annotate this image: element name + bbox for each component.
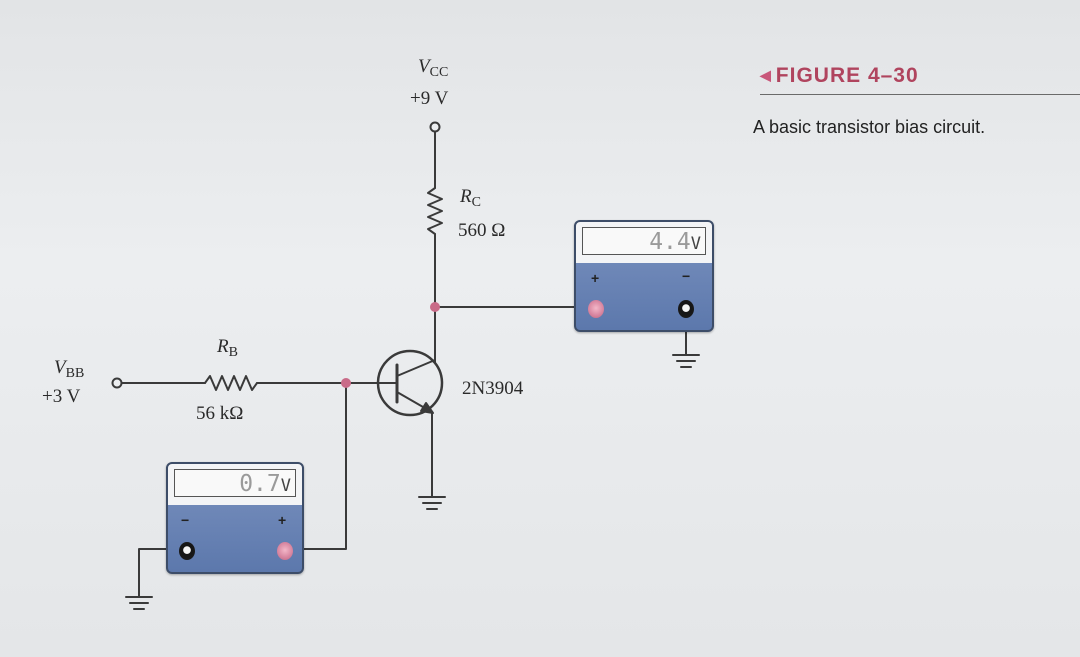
vbb-label: VBB — [54, 357, 84, 382]
vcc-value: +9 V — [410, 88, 449, 109]
vbb-subscript: BB — [65, 366, 85, 381]
transistor-emitter-arrow — [420, 402, 434, 414]
figure-number: FIGURE 4–30 — [775, 64, 919, 87]
base-meter-reading: 0.7 — [239, 471, 281, 497]
collector-meter-reading: 4.4 — [649, 229, 691, 255]
collector-meter-display: 4.4V — [582, 227, 706, 255]
collector-meter-minus-sign: − — [682, 268, 691, 284]
resistor-rc-symbol — [427, 187, 443, 235]
figure-heading: ◀FIGURE 4–30 — [760, 64, 1080, 95]
collector-voltmeter: 4.4V + − — [574, 220, 714, 332]
rb-value: 56 kΩ — [196, 403, 244, 424]
vcc-label: VCC — [418, 56, 448, 81]
collector-meter-positive-jack[interactable] — [588, 300, 604, 318]
rc-label: RC — [460, 186, 481, 211]
base-voltmeter: 0.7V − + — [166, 462, 304, 574]
vbb-value: +3 V — [42, 386, 81, 407]
rb-symbol: R — [217, 336, 229, 357]
rc-subscript: C — [471, 195, 481, 210]
vcc-terminal — [429, 121, 441, 133]
base-meter-positive-jack[interactable] — [277, 542, 293, 560]
vcc-symbol: V — [418, 56, 430, 77]
ground-collector-meter-icon — [672, 354, 700, 368]
collector-meter-unit: V — [690, 234, 701, 254]
figure-caption: A basic transistor bias circuit. — [753, 117, 986, 137]
ground-base-meter-icon — [125, 596, 153, 610]
rc-symbol: R — [460, 186, 472, 207]
rb-subscript: B — [228, 345, 238, 360]
base-meter-unit: V — [280, 476, 291, 496]
triangle-marker-icon: ◀ — [760, 67, 772, 83]
collector-meter-plus-sign: + — [591, 270, 600, 286]
transistor-collector-lead — [396, 359, 436, 377]
wire-base-meter — [284, 382, 347, 550]
base-node — [341, 378, 351, 388]
base-meter-negative-jack[interactable] — [179, 542, 195, 560]
base-meter-display: 0.7V — [174, 469, 296, 497]
collector-meter-negative-jack[interactable] — [678, 300, 694, 318]
vcc-subscript: CC — [429, 65, 449, 80]
ground-emitter-icon — [418, 496, 446, 510]
base-meter-minus-sign: − — [181, 512, 190, 528]
transistor-part-label: 2N3904 — [462, 378, 524, 399]
base-meter-plus-sign: + — [278, 512, 287, 528]
rc-value: 560 Ω — [458, 220, 506, 241]
vbb-terminal — [111, 377, 123, 389]
rb-label: RB — [217, 336, 238, 361]
collector-node — [430, 302, 440, 312]
resistor-rb-symbol — [204, 375, 258, 391]
vbb-symbol: V — [54, 357, 66, 378]
